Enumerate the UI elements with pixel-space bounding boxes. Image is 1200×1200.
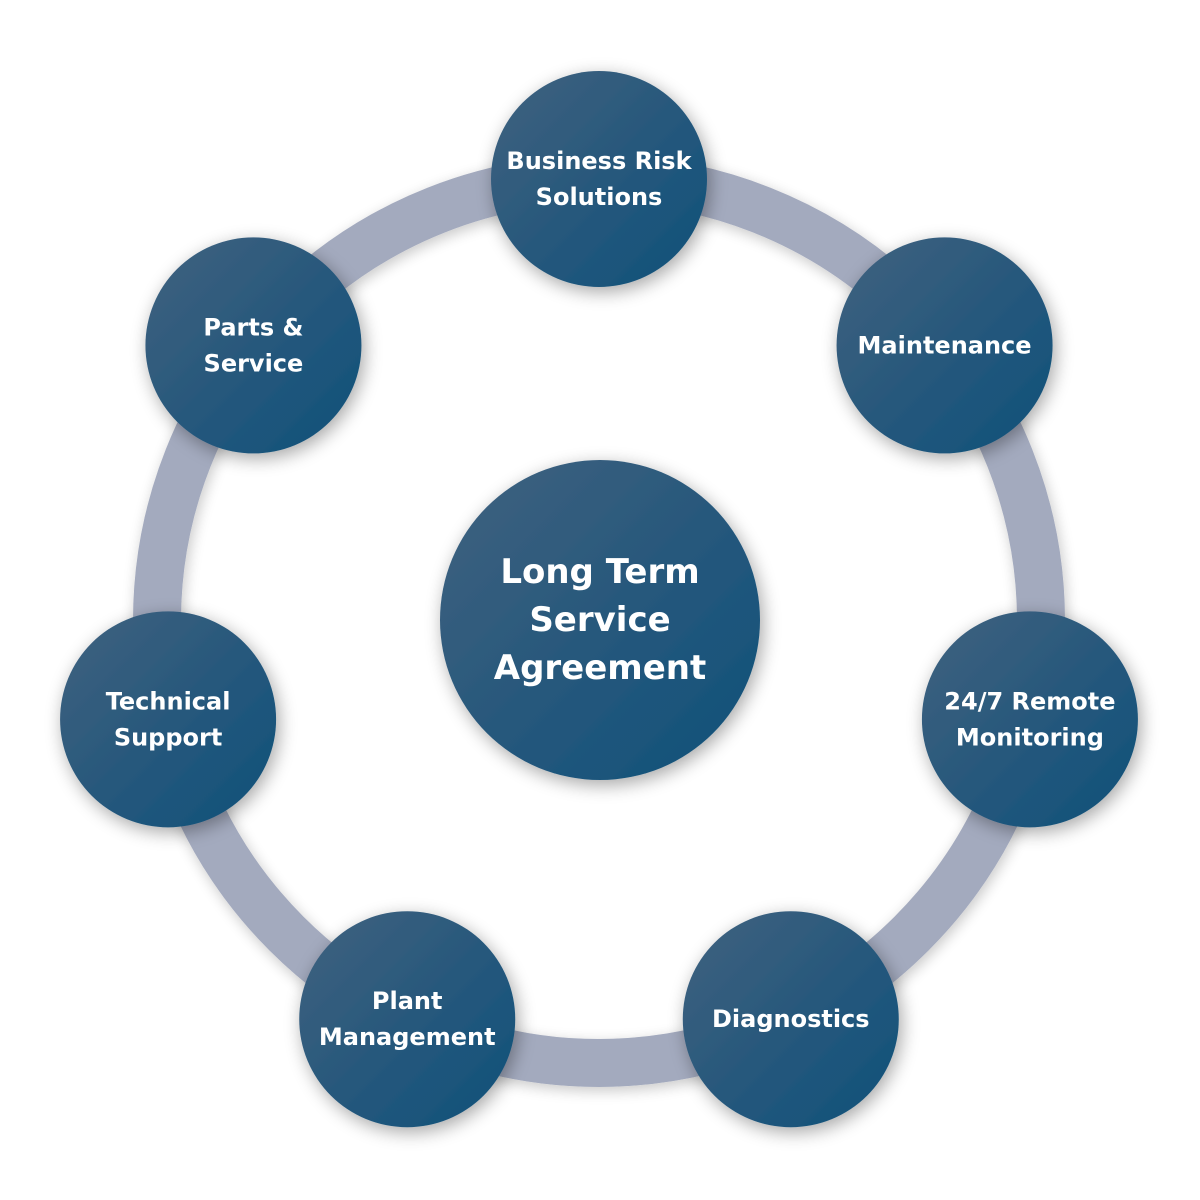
node-label-line: Solutions bbox=[536, 183, 663, 211]
node-label-line: Plant bbox=[372, 987, 443, 1015]
node-label-line: Parts & bbox=[203, 313, 303, 341]
node-circle bbox=[299, 911, 516, 1128]
node-label-line: Maintenance bbox=[858, 331, 1032, 359]
node-circle bbox=[836, 237, 1053, 454]
node-label-line: Service bbox=[204, 349, 304, 377]
center-node-circle bbox=[440, 460, 760, 780]
node-label-line: Agreement bbox=[494, 648, 706, 688]
node-circle bbox=[682, 911, 899, 1128]
node-maintenance[interactable]: Maintenance bbox=[836, 237, 1053, 454]
node-label-line: Service bbox=[529, 600, 670, 640]
node-label-line: Management bbox=[319, 1023, 496, 1051]
node-label-line: Diagnostics bbox=[712, 1005, 870, 1033]
node-circle bbox=[921, 611, 1138, 828]
node-label-line: Technical bbox=[106, 687, 231, 715]
node-circle bbox=[60, 611, 277, 828]
node-parts-and-service[interactable]: Parts & Service bbox=[145, 237, 362, 454]
node-label-line: Monitoring bbox=[956, 723, 1104, 751]
node-label-line: 24/7 Remote bbox=[944, 687, 1115, 715]
node-diagnostics[interactable]: Diagnostics bbox=[682, 911, 899, 1128]
node-circle bbox=[145, 237, 362, 454]
node-circle bbox=[491, 71, 707, 287]
node-label-line: Support bbox=[114, 723, 223, 751]
node-label-line: Long Term bbox=[500, 552, 699, 592]
node-label-line: Business Risk bbox=[506, 147, 692, 175]
